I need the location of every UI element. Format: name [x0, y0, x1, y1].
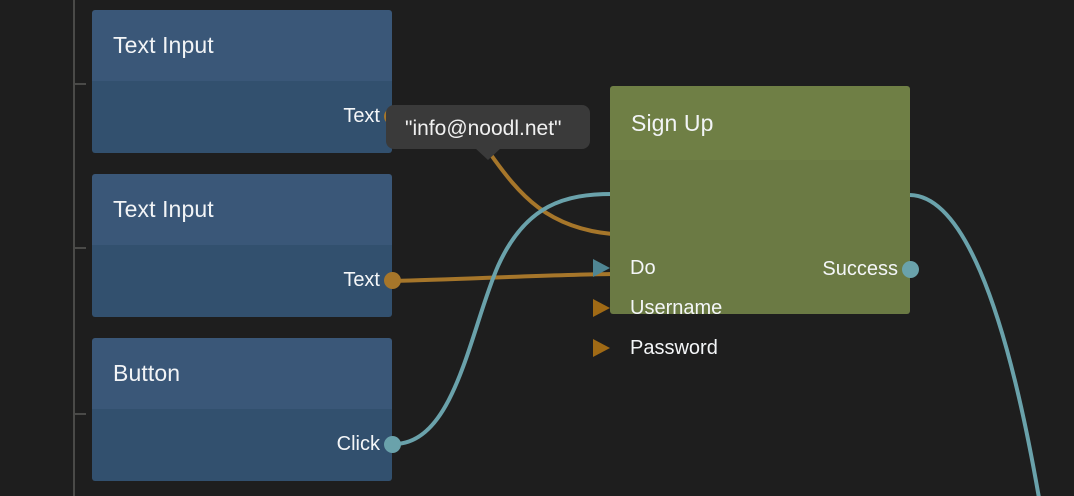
- node-button[interactable]: Button Click: [92, 338, 401, 481]
- port-connector-circle[interactable]: [383, 271, 401, 289]
- connection-text2-to-password: [391, 272, 613, 283]
- node-text-input-1[interactable]: Text Input Text: [92, 10, 401, 153]
- node-title: Sign Up: [631, 109, 714, 136]
- port-label: Click: [336, 433, 380, 455]
- node-header[interactable]: Button: [92, 338, 392, 409]
- port-label: Text: [343, 105, 380, 127]
- port-label: Text: [343, 269, 380, 291]
- port-out-click[interactable]: Click: [336, 433, 401, 455]
- node-text-input-2[interactable]: Text Input Text: [92, 174, 401, 317]
- node-header[interactable]: Text Input: [92, 174, 392, 245]
- port-in-password[interactable]: Password: [593, 337, 718, 359]
- port-connector-triangle[interactable]: [593, 339, 610, 357]
- value-tooltip: "info@noodl.net": [386, 105, 590, 160]
- node-sign-up[interactable]: Sign Up Do Username Password Success: [593, 86, 919, 359]
- connection-success-outgoing: [909, 193, 1041, 496]
- connection-tooltip-to-username: [487, 150, 613, 236]
- port-connector-triangle[interactable]: [593, 259, 610, 277]
- rail-tick-2: [73, 247, 86, 249]
- tooltip-text: "info@noodl.net": [405, 117, 562, 140]
- rail-tick-1: [73, 83, 86, 85]
- node-body: Click: [92, 409, 401, 481]
- node-body: Text: [92, 81, 401, 153]
- port-in-do[interactable]: Do: [593, 257, 656, 279]
- port-out-success[interactable]: Success: [822, 258, 919, 280]
- port-label: Do: [630, 257, 656, 279]
- node-body: Text: [92, 245, 401, 317]
- port-label: Success: [822, 258, 898, 280]
- node-header[interactable]: Sign Up: [610, 86, 910, 160]
- tooltip-tail: [475, 148, 501, 160]
- node-title: Button: [113, 360, 181, 386]
- port-out-text[interactable]: Text: [343, 269, 401, 291]
- node-title: Text Input: [113, 196, 214, 222]
- port-out-text[interactable]: Text: [343, 105, 401, 127]
- port-connector-circle[interactable]: [383, 435, 401, 453]
- port-connector-circle[interactable]: [901, 260, 919, 278]
- rail-tick-3: [73, 413, 86, 415]
- connection-click-to-do: [393, 192, 613, 446]
- port-label: Username: [630, 297, 723, 319]
- node-title: Text Input: [113, 32, 214, 58]
- port-label: Password: [630, 337, 718, 359]
- node-body: Do Username Password Success: [593, 160, 919, 359]
- port-connector-triangle[interactable]: [593, 299, 610, 317]
- node-header[interactable]: Text Input: [92, 10, 392, 81]
- port-in-username[interactable]: Username: [593, 297, 723, 319]
